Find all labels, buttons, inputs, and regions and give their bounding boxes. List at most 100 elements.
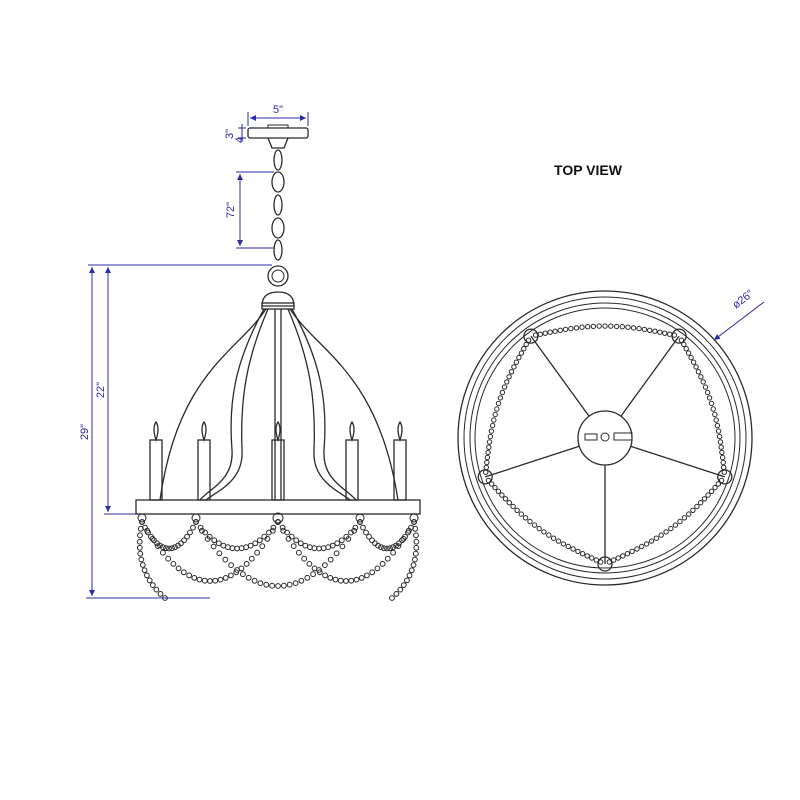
bead — [169, 545, 175, 552]
bead — [499, 389, 506, 396]
bead — [657, 329, 663, 335]
bead — [412, 525, 419, 532]
bead — [413, 544, 420, 551]
bead — [390, 549, 397, 556]
bead — [525, 337, 532, 343]
bead — [541, 529, 547, 535]
bead — [337, 577, 344, 584]
bead — [404, 577, 410, 584]
bead — [712, 484, 718, 491]
bead — [613, 323, 620, 330]
bead — [275, 583, 281, 589]
bead — [531, 522, 538, 528]
bead — [348, 577, 355, 584]
bead — [310, 571, 317, 578]
bead — [369, 537, 375, 544]
bead — [405, 527, 412, 534]
dim-canopy-height-b: 4 — [234, 137, 246, 143]
bead — [489, 422, 496, 429]
bead — [187, 529, 193, 536]
bead — [264, 535, 271, 542]
bead — [316, 567, 322, 573]
bead — [138, 556, 145, 563]
bead — [384, 545, 390, 552]
bead — [585, 324, 591, 330]
dim-canopy-width: 5" — [273, 104, 283, 116]
bead — [488, 428, 495, 434]
bead — [489, 481, 495, 487]
bead — [715, 428, 722, 434]
bead — [149, 582, 156, 588]
top-dimensions: ø26" — [713, 288, 765, 341]
bead — [629, 548, 635, 555]
bead — [688, 354, 694, 361]
bead — [579, 551, 586, 557]
bead — [573, 325, 580, 331]
bead — [225, 544, 231, 551]
bead — [712, 411, 718, 418]
bead — [160, 549, 166, 556]
candles — [149, 420, 407, 501]
bead — [590, 323, 597, 330]
bead — [662, 330, 668, 336]
bead — [333, 550, 340, 557]
bead — [137, 550, 144, 557]
bead — [381, 545, 387, 552]
bead — [615, 555, 621, 561]
bead — [178, 540, 184, 547]
bead — [408, 567, 415, 574]
bead — [379, 561, 386, 567]
bead — [280, 527, 287, 534]
bead — [485, 477, 492, 484]
bead — [172, 544, 178, 551]
bead — [378, 544, 384, 551]
bead — [568, 325, 574, 332]
bead — [641, 326, 648, 333]
bead — [358, 575, 365, 581]
bead — [570, 546, 576, 552]
center-hub — [577, 410, 633, 466]
bead — [360, 524, 366, 531]
bead — [157, 542, 163, 549]
bead — [396, 540, 402, 547]
bead — [700, 379, 706, 385]
bead — [652, 328, 658, 334]
bead — [702, 384, 709, 390]
bead — [636, 325, 642, 332]
bead — [357, 519, 363, 525]
bead — [338, 537, 345, 544]
bead — [518, 511, 524, 517]
bead — [375, 542, 381, 549]
bead — [327, 575, 334, 581]
bead — [304, 574, 311, 581]
bead — [681, 341, 687, 348]
bead — [504, 379, 510, 385]
bead — [400, 582, 407, 588]
bead — [658, 532, 664, 538]
bead — [327, 556, 334, 563]
bead — [215, 540, 222, 547]
bead — [400, 535, 407, 542]
bead — [216, 550, 223, 557]
bead — [256, 537, 263, 544]
bead — [306, 561, 313, 567]
bead — [202, 529, 209, 536]
center-cap — [261, 291, 295, 310]
bead — [485, 449, 491, 456]
bead — [353, 576, 360, 583]
bead — [552, 328, 558, 334]
bead — [343, 578, 349, 584]
bead — [510, 503, 516, 510]
bead — [297, 540, 304, 547]
bead — [364, 572, 370, 579]
bead — [301, 555, 308, 562]
bead — [293, 537, 300, 544]
bead — [486, 444, 492, 450]
bead — [387, 545, 393, 552]
bead — [211, 537, 218, 544]
spoke — [620, 335, 680, 417]
spoke — [530, 335, 590, 417]
bead — [694, 503, 700, 510]
bead — [701, 496, 708, 502]
bead — [521, 346, 527, 352]
